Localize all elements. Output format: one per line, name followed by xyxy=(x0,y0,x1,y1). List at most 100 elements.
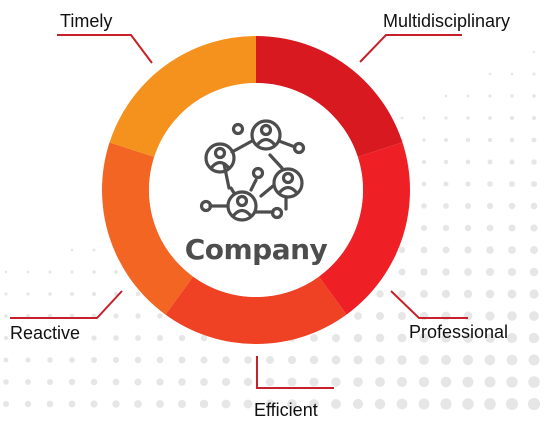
background-dot xyxy=(421,159,427,165)
background-dot xyxy=(68,378,76,386)
background-dot xyxy=(484,354,496,366)
background-dot xyxy=(90,378,98,386)
background-dot xyxy=(243,399,253,409)
background-dot xyxy=(3,379,9,385)
background-dot xyxy=(532,94,536,98)
background-dot xyxy=(440,376,452,388)
background-dot xyxy=(24,400,32,408)
background-dot xyxy=(507,311,517,321)
background-dot xyxy=(309,377,319,387)
background-dot xyxy=(506,376,518,388)
background-dot xyxy=(527,397,541,411)
background-dot xyxy=(442,224,450,232)
background-dot xyxy=(200,334,208,342)
background-dot xyxy=(466,94,470,98)
background-dot xyxy=(532,72,536,76)
background-dot xyxy=(374,398,386,410)
background-dot xyxy=(353,333,363,343)
background-dot xyxy=(397,355,407,365)
background-dot xyxy=(134,378,142,386)
background-dot xyxy=(25,357,31,363)
segment-label-multidisciplinary: Multidisciplinary xyxy=(383,11,511,31)
background-dot xyxy=(486,224,494,232)
background-dot xyxy=(443,203,449,209)
background-dot xyxy=(46,378,54,386)
background-dot xyxy=(70,270,74,274)
background-dot xyxy=(464,268,472,276)
background-dot xyxy=(91,357,97,363)
background-dot xyxy=(4,270,8,274)
background-dot xyxy=(444,94,448,98)
background-dot xyxy=(26,292,30,296)
background-dot xyxy=(440,398,452,410)
background-dot xyxy=(265,399,275,409)
background-dot xyxy=(46,400,54,408)
background-dot xyxy=(25,379,31,385)
background-dot xyxy=(113,335,119,341)
background-dot xyxy=(462,376,474,388)
background-dot xyxy=(396,398,408,410)
background-dot xyxy=(376,290,384,298)
background-dot xyxy=(112,378,120,386)
background-dot xyxy=(266,356,274,364)
background-dot xyxy=(464,246,472,254)
background-dot xyxy=(420,246,428,254)
background-dot xyxy=(221,399,231,409)
leader-line-reactive xyxy=(10,290,123,319)
background-dot xyxy=(529,311,539,321)
leader-line-professional xyxy=(390,290,468,319)
background-dot xyxy=(462,354,474,366)
background-dot xyxy=(466,116,470,120)
background-dot xyxy=(532,50,536,54)
background-dot xyxy=(486,246,494,254)
background-dot xyxy=(3,335,9,341)
background-dot xyxy=(135,313,141,319)
background-dot xyxy=(484,398,496,410)
background-dot xyxy=(487,181,493,187)
background-dot xyxy=(135,335,141,341)
center-title: Company xyxy=(184,233,328,266)
background-dot xyxy=(531,115,537,121)
donut-center xyxy=(149,83,363,297)
background-dot xyxy=(509,181,515,187)
background-dot xyxy=(177,399,187,409)
donut-segment-professional xyxy=(318,142,410,315)
background-dot xyxy=(90,400,98,408)
background-dot xyxy=(441,355,451,365)
background-dot xyxy=(397,333,407,343)
background-dot xyxy=(464,224,472,232)
background-dot xyxy=(331,377,341,387)
background-dot xyxy=(47,335,53,341)
background-dot xyxy=(419,333,429,343)
network-people-icon xyxy=(199,119,306,222)
donut-ring xyxy=(102,36,410,344)
leader-line-multidisciplinary xyxy=(359,34,462,63)
background-dot xyxy=(530,180,538,188)
background-dot xyxy=(441,333,451,343)
segment-label-timely: Timely xyxy=(60,11,113,31)
background-dot xyxy=(265,377,275,387)
background-dot xyxy=(199,399,209,409)
background-dot xyxy=(443,159,449,165)
background-dot xyxy=(244,356,252,364)
background-dot xyxy=(465,203,471,209)
background-dot xyxy=(465,137,471,143)
background-dot xyxy=(69,335,75,341)
background-dot xyxy=(506,398,518,410)
background-dot xyxy=(485,289,495,299)
donut-segment-timely xyxy=(109,36,257,157)
background-dot xyxy=(398,290,406,298)
background-dot xyxy=(442,268,450,276)
donut-segment-multidisciplinary xyxy=(256,36,403,157)
background-dot xyxy=(487,159,493,165)
background-dot xyxy=(287,377,297,387)
background-dot xyxy=(397,311,407,321)
background-dot xyxy=(91,335,97,341)
background-dot xyxy=(331,355,341,365)
background-dot xyxy=(531,137,537,143)
background-dot xyxy=(156,334,164,342)
background-dot xyxy=(465,181,471,187)
background-dot xyxy=(422,116,426,120)
background-dot xyxy=(442,246,450,254)
background-dot xyxy=(70,292,74,296)
